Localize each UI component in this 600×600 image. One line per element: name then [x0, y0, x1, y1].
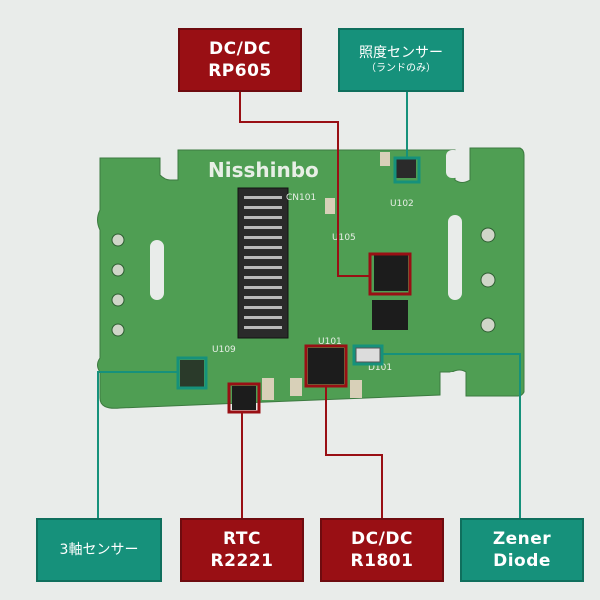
label-dcdc-r1801: DC/DC R1801 — [320, 518, 444, 582]
label-line: 3軸センサー — [59, 542, 139, 558]
label-line: 照度センサー — [359, 45, 443, 61]
label-line: R2221 — [210, 551, 274, 571]
component-ic — [374, 255, 408, 291]
pad — [480, 272, 496, 288]
leader-r1801 — [325, 386, 383, 518]
component-passive — [290, 378, 302, 396]
component-passive — [325, 198, 335, 214]
component-ic — [396, 158, 416, 178]
component-passive — [380, 152, 390, 166]
highlight-rtc — [227, 382, 261, 414]
label-line: RTC — [223, 529, 261, 549]
silk-u109: U109 — [212, 345, 236, 355]
silk-u101: U101 — [318, 337, 342, 347]
pad — [111, 323, 125, 337]
component-passive — [262, 378, 274, 400]
highlight-rp605 — [368, 252, 412, 296]
leader-zener — [382, 353, 521, 518]
label-3axis-sensor: 3軸センサー — [36, 518, 162, 582]
pad — [480, 317, 496, 333]
pad — [480, 227, 496, 243]
component-diode — [355, 347, 381, 363]
silk-cn101: CN101 — [286, 193, 316, 203]
mount-slot-right — [448, 215, 462, 300]
silk-d101: D101 — [368, 363, 392, 373]
leader-3axis — [97, 371, 178, 518]
silk-u102: U102 — [390, 199, 414, 209]
component-ic — [308, 348, 344, 384]
connector-pins — [244, 196, 282, 329]
label-rtc-r2221: RTC R2221 — [180, 518, 304, 582]
label-subline: （ランドのみ） — [366, 63, 436, 74]
label-line: Zener — [492, 529, 552, 549]
pad — [111, 233, 125, 247]
pcb-board — [97, 147, 525, 409]
pad — [111, 293, 125, 307]
board-brand: Nisshinbo — [208, 158, 319, 182]
component-ic — [180, 360, 204, 388]
component-ic — [232, 386, 256, 410]
mount-slot-left — [150, 240, 164, 300]
leader-rp605 — [239, 92, 370, 277]
label-line: RP605 — [208, 61, 272, 81]
component-inductor — [372, 300, 408, 330]
label-line: DC/DC — [209, 39, 271, 59]
label-line: Diode — [493, 551, 551, 571]
label-dcdc-rp605: DC/DC RP605 — [178, 28, 302, 92]
label-line: R1801 — [350, 551, 414, 571]
component-passive — [350, 380, 362, 398]
pad — [111, 263, 125, 277]
mount-notch-bottom — [446, 372, 460, 400]
connector-cn101 — [237, 187, 289, 339]
label-line: DC/DC — [351, 529, 413, 549]
label-lux-sensor: 照度センサー （ランドのみ） — [338, 28, 464, 92]
label-zener-diode: Zener Diode — [460, 518, 584, 582]
silk-u105: U105 — [332, 233, 356, 243]
mount-notch-top — [446, 150, 460, 178]
